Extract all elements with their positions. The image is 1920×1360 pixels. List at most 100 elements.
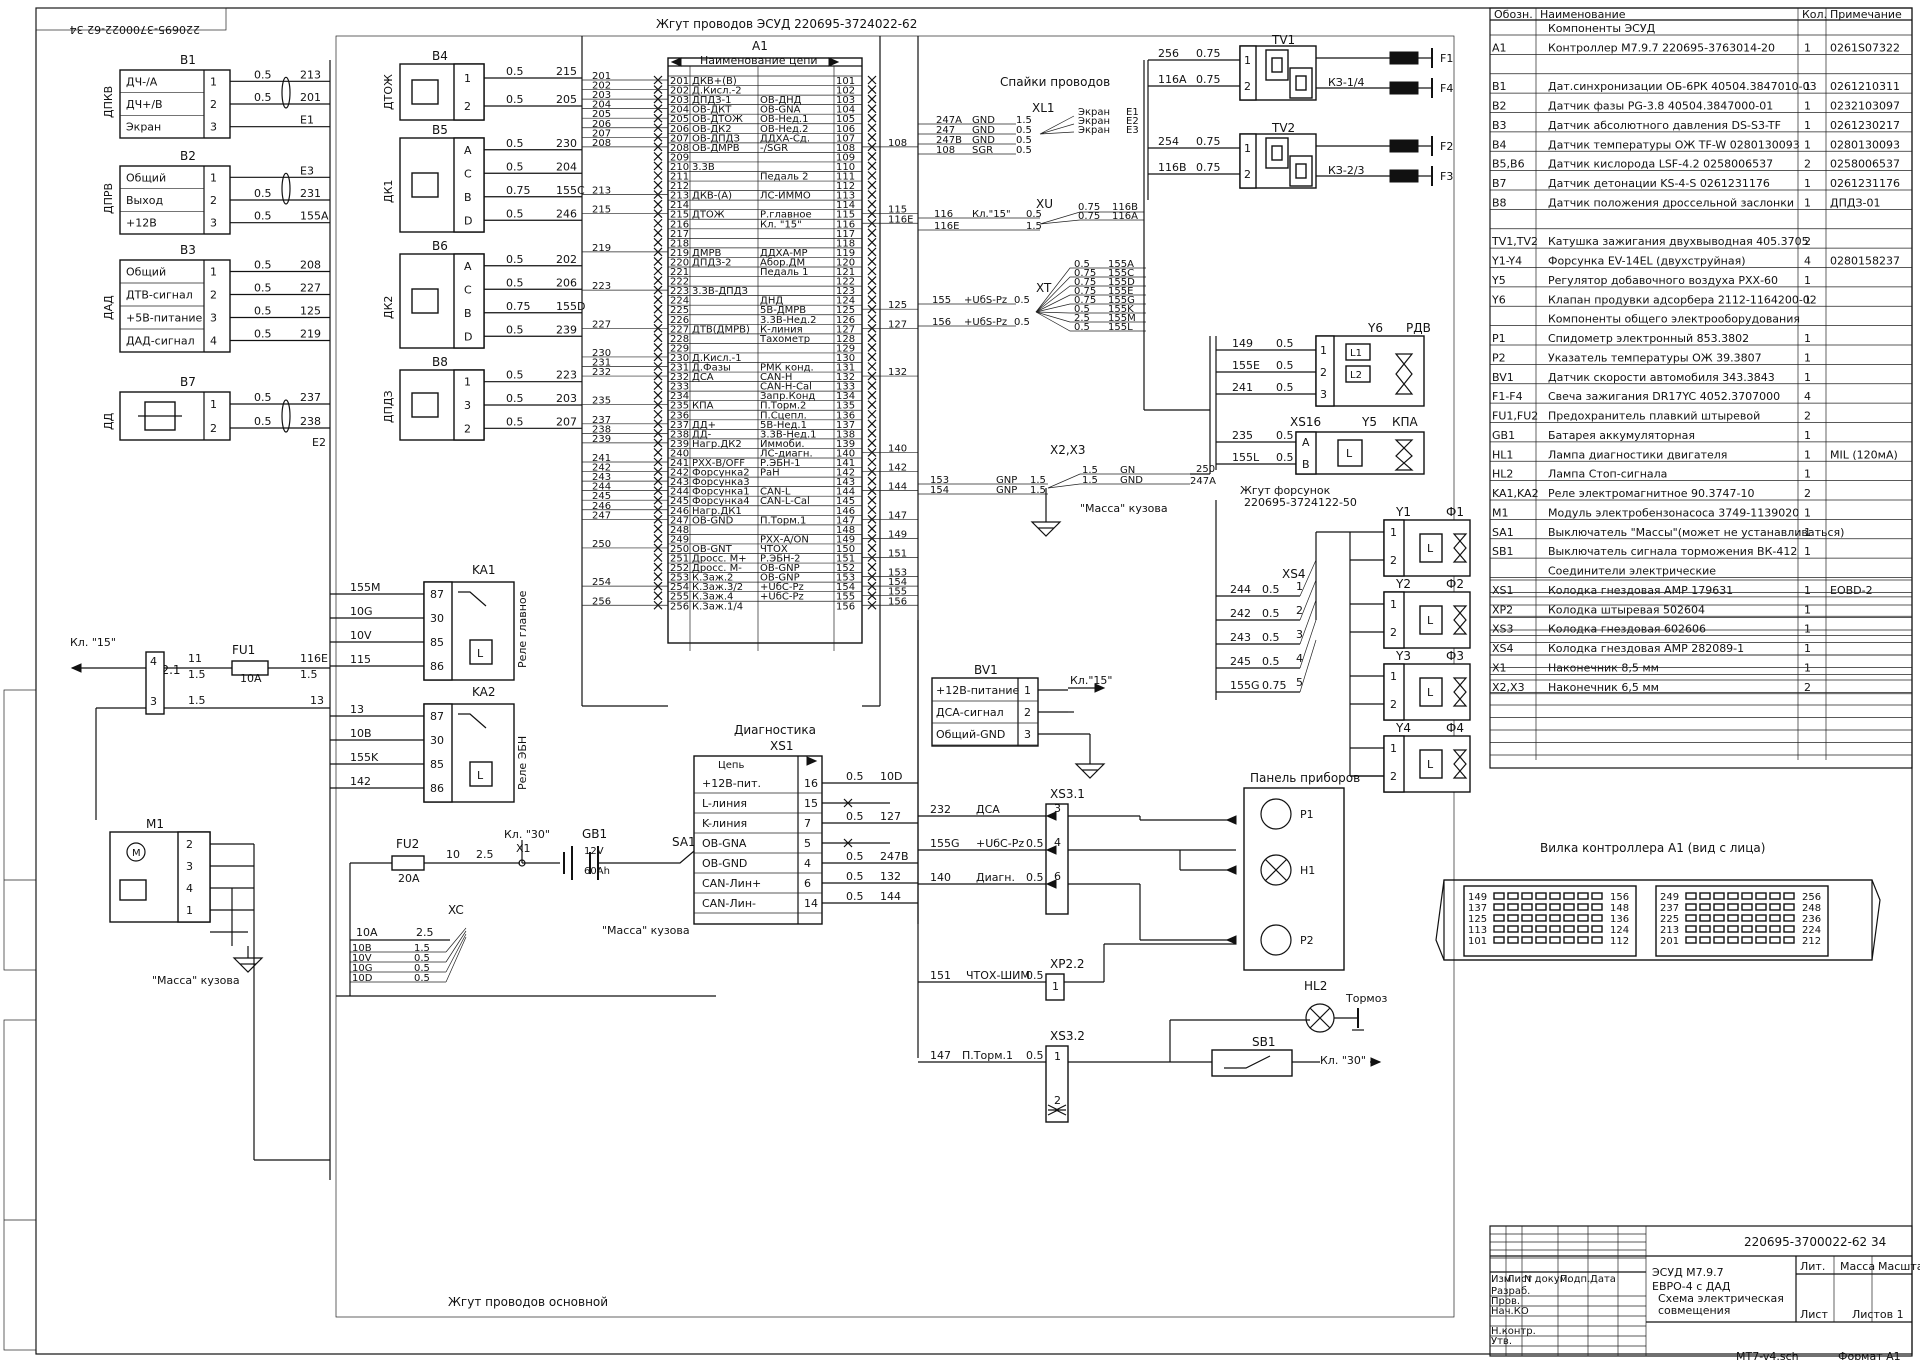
external-wire: 247: [592, 510, 611, 521]
pin-number: 6: [1054, 870, 1061, 883]
relay-coil: [469, 639, 493, 665]
bom-designator: P1: [1492, 332, 1506, 345]
pin-socket: [1549, 903, 1561, 911]
switch-id: SA1: [672, 835, 696, 849]
pump-ground: [232, 957, 264, 973]
bom-header: Примечание: [1830, 8, 1902, 21]
no-connect-mark: [867, 266, 877, 276]
wire-number: 227: [300, 282, 321, 295]
wire-number: 155K: [1108, 304, 1134, 315]
external-wire: 149: [888, 529, 907, 540]
wire-size: 1.5: [1082, 475, 1098, 486]
no-connect-mark: [867, 180, 877, 190]
pin-row-end: 148: [1610, 903, 1629, 914]
pin-left: 240: [670, 448, 689, 459]
sensor-id: B4: [432, 49, 448, 63]
pin-number: 4: [804, 857, 811, 870]
pin-number: B: [464, 307, 472, 320]
wire-size: 0.5: [1026, 209, 1042, 220]
external-wire: 153: [888, 568, 907, 579]
pin-left: 250: [670, 544, 689, 555]
pin-right: 117: [836, 229, 855, 240]
injector-id: Y3: [1395, 649, 1411, 663]
injector-function: Ф3: [1446, 649, 1464, 663]
pin-socket: [1727, 892, 1739, 900]
bom-designator: XS3: [1492, 623, 1514, 636]
pin-left: 218: [670, 238, 689, 249]
pin-number: 3: [464, 399, 471, 412]
relay-name: Реле ЭБН: [516, 736, 529, 790]
circuit-name: CAN-L: [760, 487, 791, 498]
circuit-name: ОВ-GNA: [760, 105, 801, 116]
wire-size: 0.5: [1074, 322, 1090, 333]
no-connect-mark: [867, 132, 877, 142]
bom-name: Наконечник 8,5 мм: [1548, 661, 1659, 674]
panel-title: Панель приборов: [1250, 771, 1360, 785]
circuit-name: ОВ-ДМРВ: [692, 143, 740, 154]
no-connect-mark: [867, 333, 877, 343]
circuit-name: РХХ-А/ON: [760, 534, 809, 545]
external-wire: 245: [592, 491, 611, 502]
injector-valve: [1452, 605, 1468, 635]
pin-row-end: 256: [1802, 892, 1821, 903]
spark-plug-id: F2: [1440, 140, 1453, 153]
pin-right: 138: [836, 429, 855, 440]
terminal-kl15: Кл."15": [1070, 674, 1112, 687]
pin-socket: [1755, 903, 1767, 911]
sensor-pins: [453, 63, 485, 121]
wire-size: 0.5: [1276, 359, 1294, 372]
pin-row-end: 136: [1610, 914, 1629, 925]
wire-signal: +UбS-Pz: [964, 317, 1007, 328]
external-wire: 125: [888, 300, 907, 311]
circuit-name: Р.ЭБН-2: [760, 554, 801, 565]
bom-name: Датчик детонации KS-4-S 0261231176: [1548, 177, 1770, 190]
pin-socket: [1755, 892, 1767, 900]
connector-xs31: [1045, 803, 1069, 915]
pin-number: 1: [1244, 54, 1251, 67]
wire-size: 1.5: [414, 943, 430, 954]
pin-socket: [1563, 892, 1575, 900]
circuit-name: ДКВ+(B): [692, 76, 737, 87]
pin-number: A: [464, 144, 472, 157]
pin-left: 249: [670, 534, 689, 545]
no-connect-mark: [867, 247, 877, 257]
wire-number: 116A: [1158, 73, 1187, 86]
wire-size: 0.5: [506, 93, 524, 106]
spark-plug-boot: [1389, 51, 1419, 65]
external-wire: 246: [592, 501, 611, 512]
circuit-name: Педаль 2: [760, 172, 809, 183]
pin-number: 5: [1296, 676, 1303, 689]
sensor-function: ДАД: [102, 295, 115, 320]
sensor-function: ДПКВ: [102, 86, 115, 118]
external-wire: 208: [592, 138, 611, 149]
pin-row-end: 156: [1610, 892, 1629, 903]
pin-left: 226: [670, 315, 689, 326]
circuit-name: ДПДЗ-1: [692, 95, 732, 106]
no-connect-mark: [867, 161, 877, 171]
external-wire: 203: [592, 90, 611, 101]
bom-note: EOBD-2: [1830, 584, 1873, 597]
pin-socket: [1577, 903, 1589, 911]
pin-right: 105: [836, 114, 855, 125]
pin-right: 120: [836, 257, 855, 268]
relay-pin: 86: [430, 660, 444, 673]
bom-designator: Y5: [1491, 274, 1506, 287]
pin-right: 137: [836, 420, 855, 431]
pin-right: 113: [836, 191, 855, 202]
pin-socket: [1685, 892, 1697, 900]
wire-number: 10D: [880, 770, 902, 783]
stamp-column: Подп.: [1560, 1274, 1590, 1285]
diag-connector: [693, 755, 823, 925]
pin-number: 1: [210, 398, 217, 411]
pin-right: 110: [836, 162, 855, 173]
pin-number: 14: [804, 897, 818, 910]
circuit-name: ДД+: [692, 420, 716, 431]
circuit-name: ЛС-диагн.: [760, 448, 813, 459]
wire-size: 0.5: [506, 207, 524, 220]
shield-wire: E1: [1126, 107, 1139, 118]
pin-number: 3: [1320, 388, 1327, 401]
diag-header: Цепь: [718, 760, 744, 771]
